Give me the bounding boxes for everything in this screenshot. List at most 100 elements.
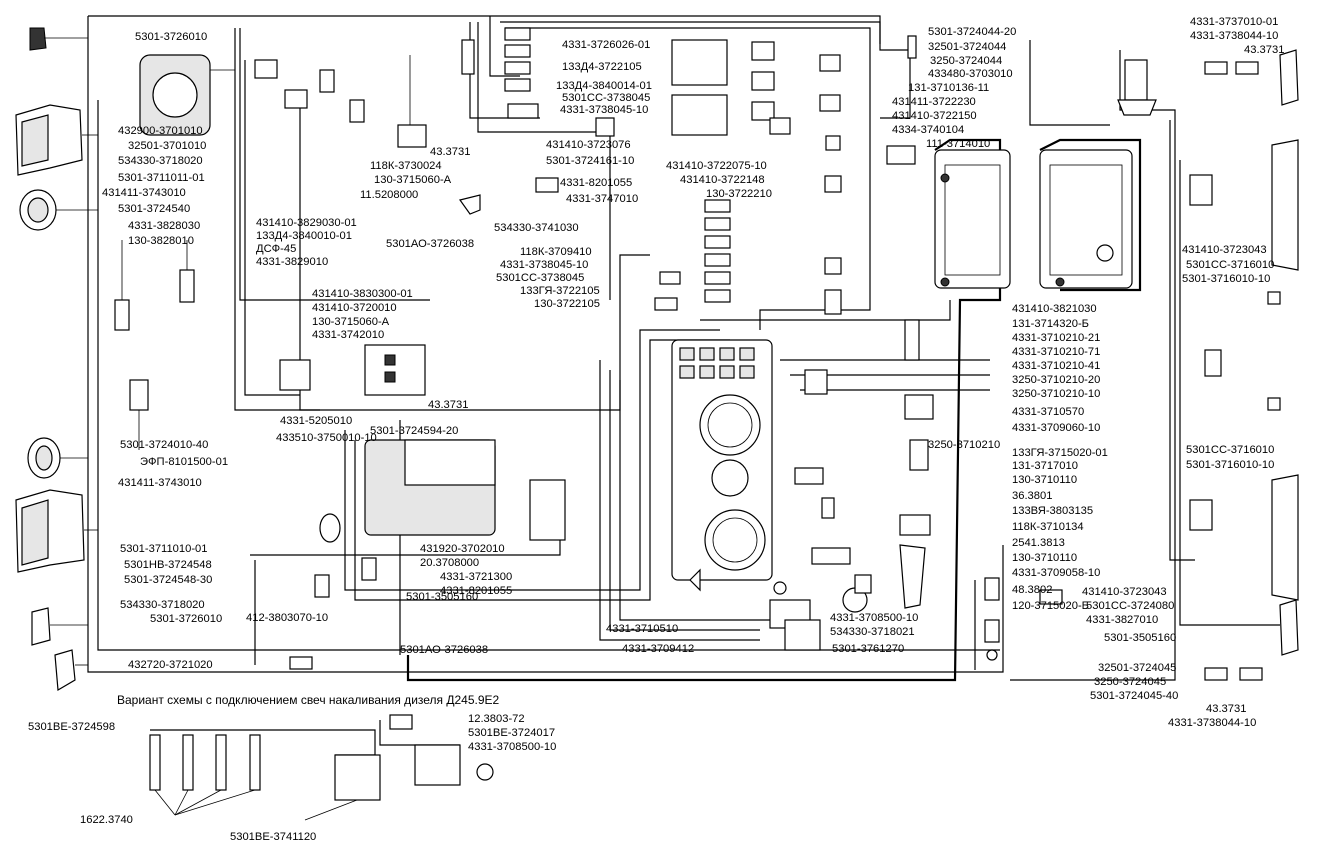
part-label: 3250-3710210-10 — [1012, 388, 1100, 400]
part-label: 4331-3828030 — [128, 220, 200, 232]
mid-label-group: 431410-3830300-01 431410-3720010 130-371… — [246, 288, 694, 656]
part-label: 118К-3709410 — [520, 246, 592, 258]
part-label: 5301-3724044-20 — [928, 26, 1016, 38]
sensor-center — [535, 177, 559, 193]
part-label: 43.3731 — [1206, 703, 1246, 715]
part-label: 131-3717010 — [1012, 460, 1078, 472]
part-label: 431410-3723043 — [1182, 244, 1267, 256]
part-label: 5301-3505160 — [406, 591, 478, 603]
part-label: 431410-3723043 — [1082, 586, 1167, 598]
brake-sensors — [842, 574, 872, 613]
connector-center — [507, 103, 539, 119]
part-label: 130-3828010 — [128, 235, 194, 247]
part-label: 36.3801 — [1012, 490, 1052, 502]
part-label: 431410-3722150 — [892, 110, 977, 122]
part-label: 4331-5205010 — [280, 415, 352, 427]
part-label: 133ГЯ-3715020-01 — [1012, 447, 1108, 459]
toggle-small — [654, 271, 681, 311]
part-label: 48.3802 — [1012, 584, 1052, 596]
part-label: 32501-3724045 — [1098, 662, 1176, 674]
front-lamp-bottom — [31, 607, 88, 646]
part-label: 5301-3716010-10 — [1182, 273, 1270, 285]
part-label: 3250-3710210 — [928, 439, 1000, 451]
part-label: 5301-3724594-20 — [370, 425, 458, 437]
part-label: 4331-3709058-10 — [1012, 567, 1100, 579]
relay-small — [751, 41, 841, 135]
part-label: 534330-3741030 — [494, 222, 579, 234]
part-label: 5301-3711010-01 — [120, 543, 208, 555]
part-label: 4331-3710210-71 — [1012, 346, 1100, 358]
right-components — [1189, 49, 1299, 681]
part-label: 133Д4-3840014-01 — [556, 80, 652, 92]
lamp-center — [458, 194, 481, 215]
part-label: 133Д4-3722105 — [562, 61, 642, 73]
part-label: 534330-3718020 — [120, 599, 205, 611]
part-label: 4331-3827010 — [1086, 614, 1158, 626]
part-label: 4331-3742010 — [312, 329, 384, 341]
headlight-left-top — [15, 104, 98, 176]
air-dryer — [279, 359, 311, 391]
part-label: ЭФП-8101500-01 — [140, 456, 228, 468]
part-label: 130-3715060-А — [374, 174, 452, 186]
instrument-panel — [671, 339, 773, 592]
horn — [54, 649, 88, 691]
part-label: 5301-3724045-40 — [1090, 690, 1178, 702]
lamp-pair — [899, 319, 926, 609]
rear-lamp-right-1 — [1189, 139, 1299, 271]
center-top-label-group: 4331-3726026-01 133Д4-3722105 133Д4-3840… — [494, 39, 652, 310]
part-label: 4331-3738044-10 — [1168, 717, 1256, 729]
part-label: 3250-3724044 — [930, 55, 1002, 67]
part-label: 4331-3829010 — [256, 256, 328, 268]
part-label: 3250-3710210-20 — [1012, 374, 1100, 386]
left-components — [15, 27, 566, 691]
part-label: 111-3714010 — [926, 138, 990, 150]
headlight-left-bottom — [15, 489, 98, 573]
part-label: 130-3722105 — [534, 298, 600, 310]
part-label: 3250-3724045 — [1094, 676, 1166, 688]
filter-unit — [529, 479, 566, 541]
part-label: 43.3731 — [430, 146, 470, 158]
part-label: 1622.3740 — [80, 814, 133, 826]
part-label: 431411-3743010 — [118, 477, 202, 489]
part-label: 5301-3724548-30 — [124, 574, 212, 586]
pressure-switch — [397, 55, 427, 148]
left-label-group: 5301-3726010 432900-3701010 32501-370101… — [102, 31, 228, 671]
temp-sensors — [314, 557, 377, 598]
rear-lamp-bottom — [1204, 599, 1299, 681]
part-label: 5301-3724161-10 — [546, 155, 634, 167]
part-label: 133Д4-3840010-01 — [256, 230, 352, 242]
part-label: 4331-3726026-01 — [562, 39, 650, 51]
part-label: 118К-3730024 — [370, 160, 442, 172]
part-label: 4331-8201055 — [440, 585, 512, 597]
part-label: 2541.3813 — [1012, 537, 1065, 549]
part-label: 5301-3761270 — [832, 643, 904, 655]
part-label: 133ВЯ-3803135 — [1012, 505, 1093, 517]
right-label-group: 4331-3737010-01 4331-3738044-10 43.3731 … — [1082, 16, 1284, 729]
part-label: 5301СС-3716010 — [1186, 259, 1274, 271]
part-label: 431920-3702010 — [420, 543, 505, 555]
trailer-socket — [784, 619, 821, 651]
part-label: 4331-3709060-10 — [1012, 422, 1100, 434]
part-label: 432900-3701010 — [118, 125, 203, 137]
part-label: 5301СС-3724080 — [1086, 600, 1174, 612]
part-label: 5301-3724010-40 — [120, 439, 208, 451]
part-label: 5301ВЕ-3724598 — [28, 721, 115, 733]
top-components — [254, 27, 842, 315]
diagram-caption: Вариант схемы с подключением свеч накали… — [117, 693, 500, 707]
starter — [364, 420, 496, 536]
part-label: 432720-3721020 — [128, 659, 213, 671]
part-label: 431410-3720010 — [312, 302, 397, 314]
part-label: 4331-3747010 — [566, 193, 638, 205]
part-label: 130-3710110 — [1012, 552, 1077, 564]
fuse-block-right — [704, 199, 731, 303]
battery-1 — [934, 149, 1011, 289]
part-label: 43.3731 — [1244, 44, 1284, 56]
side-connector — [825, 135, 916, 165]
switch-group — [254, 59, 365, 123]
part-label: 5301СС-3738045 — [562, 92, 650, 104]
pressure-sensors-right — [984, 577, 1063, 661]
upper-mid-label-group: 43.3731 118К-3730024 130-3715060-А 11.52… — [256, 146, 474, 268]
rear-lamp-right-2 — [1189, 474, 1299, 601]
part-label: 4331-3710510 — [606, 623, 678, 635]
resistor — [461, 39, 475, 75]
